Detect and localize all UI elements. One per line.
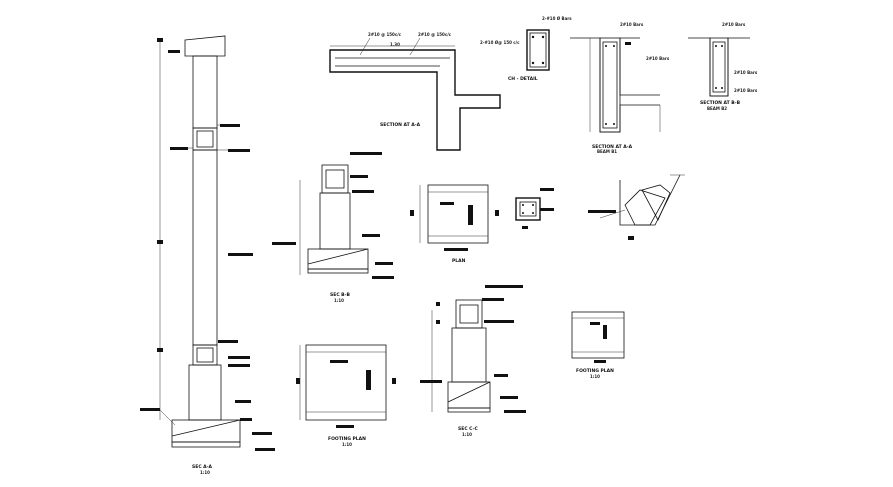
sec-bb-right-title: SECTION AT B-B (700, 100, 741, 106)
sec-aa-left-scale: 1:10 (200, 470, 210, 475)
svg-text:2#10 Bars: 2#10 Bars (734, 88, 758, 93)
footing-plan-right: FOOTING PLAN 1:10 (571, 311, 625, 379)
section-aa-title: SECTION AT A-A (380, 122, 421, 128)
sec-bb-mid-scale: 1:10 (334, 298, 344, 303)
footing-plan-left: FOOTING PLAN 1:10 (296, 344, 396, 447)
sec-aa-left-title: SEC A-A (192, 464, 213, 470)
angled-column-detail (588, 174, 685, 240)
footing-plan-left-title: FOOTING PLAN (328, 436, 366, 442)
sec-aa-right-sub: BEAM B1 (597, 149, 617, 154)
sec-cc-scale: 1:10 (462, 432, 472, 437)
section-aa-slab: 2#10 @ 150c/c 2#10 @ 150c/c 1.30 SECTION… (329, 32, 501, 151)
footing-plan-left-scale: 1:10 (342, 442, 352, 447)
sec-cc-title: SEC C-C (458, 426, 478, 432)
wall-section-left: SEC A-A 1:10 (140, 35, 275, 475)
ch-top-label: 2-#10 Ø Bars (542, 16, 572, 21)
sec-bb-column: SEC B-B 1:10 (272, 152, 394, 303)
sec-bb-mid-title: SEC B-B (330, 292, 350, 298)
svg-text:2#10 Bars: 2#10 Bars (620, 22, 644, 27)
svg-text:2#10 Bars: 2#10 Bars (734, 70, 758, 75)
svg-text:1.30: 1.30 (390, 42, 400, 47)
svg-text:2#10 Bars: 2#10 Bars (646, 56, 670, 61)
rebar-label-2: 2#10 @ 150c/c (418, 32, 452, 37)
ch-detail-title: CH - DETAIL (508, 76, 538, 82)
sec-bb-right-sub: BEAM B2 (707, 106, 727, 111)
footing-plan-right-scale: 1:10 (590, 374, 600, 379)
beam-section-aa: 2#10 Bars 2#10 Bars SECTION AT A-A BEAM … (570, 22, 670, 154)
sec-cc-column: SEC C-C 1:10 (420, 285, 526, 437)
small-column-detail (515, 188, 554, 229)
svg-text:2#10 Bars: 2#10 Bars (722, 22, 746, 27)
beam-section-bb: 2#10 Bars 2#10 Bars 2#10 Bars SECTION AT… (688, 22, 758, 111)
ch-detail: 2-#10 Ø Bars 2-#10 Ø@ 150 c/c CH - DETAI… (480, 16, 572, 82)
plan-title: PLAN (452, 258, 466, 264)
sec-aa-right-title: SECTION AT A-A (592, 144, 633, 150)
rebar-label-1: 2#10 @ 150c/c (368, 32, 402, 37)
plan-detail: PLAN (410, 184, 499, 264)
ch-rebar-label: 2-#10 Ø@ 150 c/c (480, 40, 520, 45)
footing-plan-right-title: FOOTING PLAN (576, 368, 614, 374)
